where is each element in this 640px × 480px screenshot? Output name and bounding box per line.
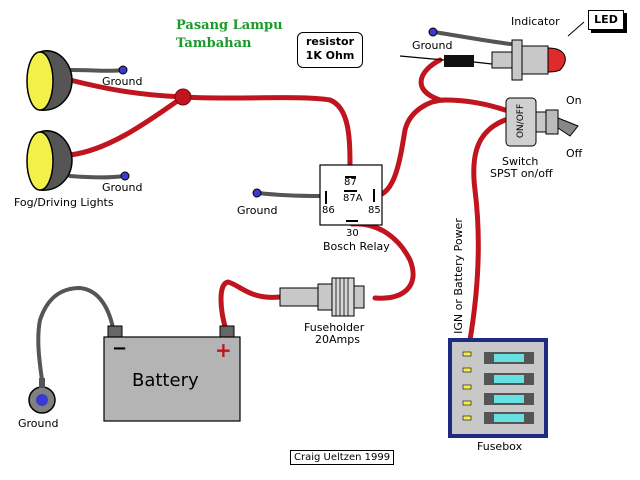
relay-label: Bosch Relay <box>323 240 390 253</box>
relay-pin-85: 85 <box>368 205 381 216</box>
fuseholder-label-line1: Fuseholder <box>304 321 365 334</box>
wire-indicator-switch <box>418 57 443 103</box>
wire-relay30-fuseholder <box>349 221 416 301</box>
battery-label: Battery <box>132 370 199 391</box>
relay-pin-86: 86 <box>322 205 335 216</box>
ground-terminal-battery <box>28 378 56 414</box>
title-line1: Pasang Lampu <box>176 18 283 33</box>
ign-power-label: IGN or Battery Power <box>452 218 465 334</box>
ground-dot-lamp1 <box>118 65 128 75</box>
switch-label-line2: SPST on/off <box>490 167 553 180</box>
resistor <box>399 55 493 67</box>
switch-label-line1: Switch <box>502 155 539 168</box>
wire-lamp2-junction <box>67 94 186 158</box>
fog-lights-label: Fog/Driving Lights <box>14 196 114 209</box>
battery-plus-sign: + <box>215 338 232 362</box>
ground-wire-lamp1 <box>68 68 124 73</box>
credit-label: Craig Ueltzen 1999 <box>290 450 395 465</box>
ground-label-lamp2: Ground <box>102 181 143 194</box>
battery-minus-sign: − <box>112 338 128 359</box>
ground-label-battery: Ground <box>18 417 59 430</box>
ground-label-lamp1: Ground <box>102 75 143 88</box>
wire-switch-fusebox <box>467 117 508 343</box>
ground-wire-battery <box>36 285 116 382</box>
ground-wire-lamp2 <box>68 174 126 180</box>
wire-relay85-switch <box>371 97 508 199</box>
fuseholder <box>279 277 365 317</box>
indicator-label: Indicator <box>511 15 560 28</box>
switch <box>505 97 579 147</box>
ground-dot-relay <box>252 188 262 198</box>
ground-dot-indicator <box>428 27 438 37</box>
battery <box>103 325 241 422</box>
resistor-label-box: resistor 1K Ohm <box>297 32 363 68</box>
wire-junction-dot <box>174 88 192 106</box>
fog-lamp-bottom <box>26 130 73 191</box>
ground-dots <box>118 27 438 198</box>
relay <box>319 164 383 226</box>
switch-on-label: On <box>566 94 582 107</box>
title-line2: Tambahan <box>176 36 252 51</box>
wire-lamp1-junction <box>67 77 186 100</box>
switch-face-label: ON/OFF <box>516 103 526 139</box>
wire-fuseholder-battery <box>218 279 283 333</box>
ground-dot-lamp2 <box>120 171 130 181</box>
ground-label-indicator: Ground <box>412 39 453 52</box>
ground-wire-indicator <box>432 30 512 46</box>
switch-off-label: Off <box>566 147 583 160</box>
indicator-lamp <box>491 21 585 81</box>
relay-pin-30: 30 <box>346 228 359 239</box>
resistor-label-line2: 1K Ohm <box>305 49 355 62</box>
led-label: LED <box>588 10 624 30</box>
fusebox <box>448 338 548 438</box>
resistor-label-line1: resistor <box>306 35 354 48</box>
power-wires <box>67 57 508 343</box>
wire-junction-relay87 <box>180 94 353 173</box>
ground-label-relay: Ground <box>237 204 278 217</box>
fuseholder-label-line2: 20Amps <box>315 333 360 346</box>
relay-pin-87a: 87A <box>343 193 363 204</box>
fog-lamp-top <box>26 50 73 111</box>
relay-pin-87: 87 <box>344 177 357 188</box>
fusebox-label: Fusebox <box>477 440 523 453</box>
ground-wire-relay86 <box>256 191 322 198</box>
